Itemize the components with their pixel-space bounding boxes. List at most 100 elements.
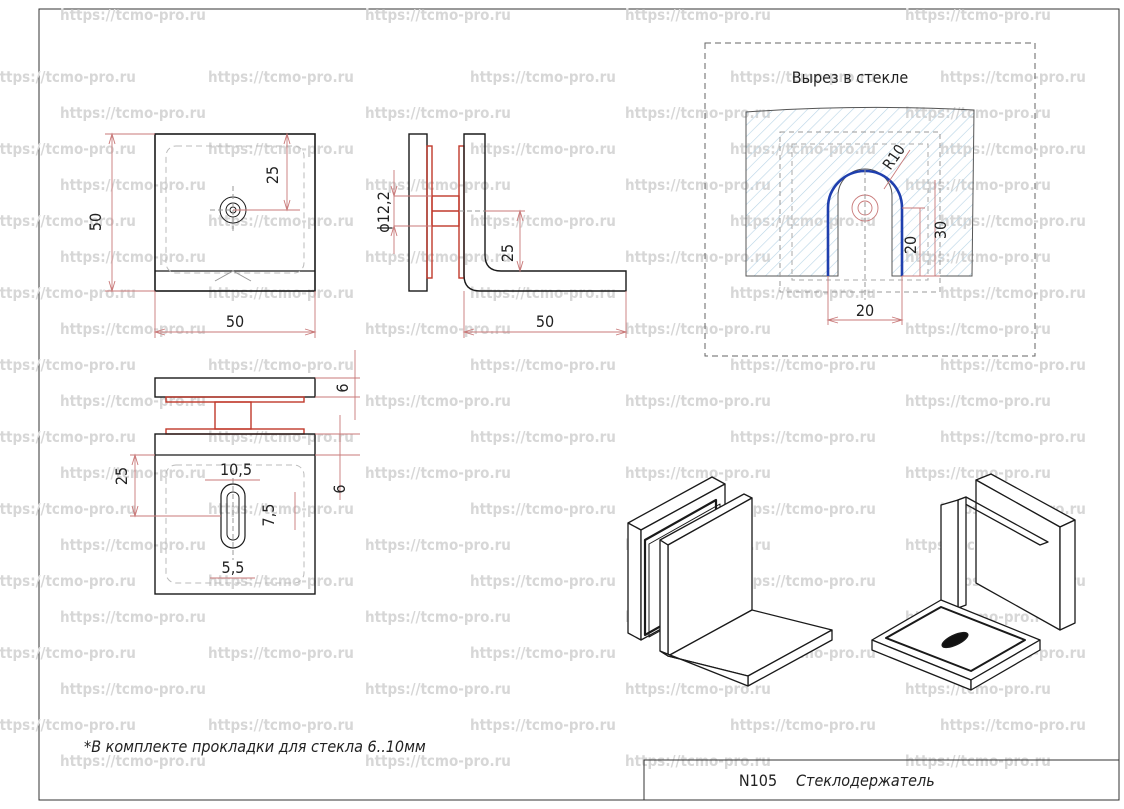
watermark-text: https://tcmo-pro.ru (0, 212, 136, 230)
iso-slot (941, 631, 969, 649)
front-plate (154, 133, 316, 292)
side-diameter-label: ϕ12,2 (374, 191, 393, 233)
watermark-text: https://tcmo-pro.ru (0, 428, 136, 446)
watermark-text: https://tcmo-pro.ru (60, 104, 206, 122)
watermark-text: https://tcmo-pro.ru (365, 680, 511, 698)
watermark-text: https://tcmo-pro.ru (470, 140, 616, 158)
watermark-text: https://tcmo-pro.ru (0, 572, 136, 590)
watermark-text: https://tcmo-pro.ru (365, 392, 511, 410)
watermark-text: https://tcmo-pro.ru (730, 284, 876, 302)
watermark-text: https://tcmo-pro.ru (0, 140, 136, 158)
watermark-text: https://tcmo-pro.ru (470, 428, 616, 446)
cutout-title: Вырез в стекле (792, 68, 909, 87)
side-outer-plate (408, 133, 428, 292)
top-slot-narrow-label: 5,5 (222, 558, 245, 577)
watermark-text: https://tcmo-pro.ru (625, 392, 771, 410)
watermark-text: https://tcmo-pro.ru (625, 104, 771, 122)
side-angle-bracket (463, 133, 627, 292)
watermark-text: https://tcmo-pro.ru (0, 68, 136, 86)
title-number: N105 (739, 771, 777, 790)
watermark-text: https://tcmo-pro.ru (0, 716, 136, 734)
top-base-plate (154, 433, 316, 595)
cutout-frame (704, 42, 1036, 357)
watermark-text: https://tcmo-pro.ru (365, 320, 511, 338)
cutout-width-label: 20 (856, 301, 874, 320)
watermark-text: https://tcmo-pro.ru (208, 644, 354, 662)
watermark-text: https://tcmo-pro.ru (470, 500, 616, 518)
watermark-text: https://tcmo-pro.ru (208, 428, 354, 446)
watermark-text: https://tcmo-pro.ru (730, 716, 876, 734)
watermark-text: https://tcmo-pro.ru (60, 248, 206, 266)
watermark-text: https://tcmo-pro.ru (730, 572, 876, 590)
watermark-text: https://tcmo-pro.ru (60, 176, 206, 194)
watermark-text: https://tcmo-pro.ru (60, 320, 206, 338)
watermark-text: https://tcmo-pro.ru (730, 68, 876, 86)
watermark-text: https://tcmo-pro.ru (365, 248, 511, 266)
watermark-text: https://tcmo-pro.ru (470, 212, 616, 230)
title-block: N105 Стеклодержатель (643, 759, 1120, 801)
watermark-text: https://tcmo-pro.ru (208, 500, 354, 518)
watermark-text: https://tcmo-pro.ru (940, 716, 1086, 734)
watermark-text: https://tcmo-pro.ru (208, 68, 354, 86)
watermark-text: https://tcmo-pro.ru (730, 356, 876, 374)
watermark-text: https://tcmo-pro.ru (940, 68, 1086, 86)
side-length-label: 50 (536, 312, 554, 331)
watermark-text: https://tcmo-pro.ru (905, 392, 1051, 410)
watermark-text: https://tcmo-pro.ru (60, 392, 206, 410)
watermark-text: https://tcmo-pro.ru (625, 248, 771, 266)
top-dimension-labels: 6 6 25 10,5 7,5 5,5 (112, 383, 352, 577)
watermark-text: https://tcmo-pro.ru (365, 464, 511, 482)
front-dimensions (105, 132, 317, 338)
watermark-text: https://tcmo-pro.ru (208, 572, 354, 590)
watermark-text: https://tcmo-pro.ru (940, 140, 1086, 158)
watermark-text: https://tcmo-pro.ru (940, 428, 1086, 446)
watermark-text: https://tcmo-pro.ru (905, 680, 1051, 698)
top-slot-height-label: 25 (112, 467, 131, 485)
watermark-text: https://tcmo-pro.ru (0, 284, 136, 302)
watermark-text: https://tcmo-pro.ru (625, 176, 771, 194)
watermark-text: https://tcmo-pro.ru (60, 680, 206, 698)
watermark-text: https://tcmo-pro.ru (625, 680, 771, 698)
watermark-text: https://tcmo-pro.ru (905, 6, 1051, 24)
title-name: Стеклодержатель (796, 771, 935, 790)
watermark-text: https://tcmo-pro.ru (365, 608, 511, 626)
cutout-depth-total-label: 30 (931, 221, 950, 239)
watermark-text: https://tcmo-pro.ru (905, 752, 1051, 770)
watermark-text: https://tcmo-pro.ru (208, 356, 354, 374)
watermark-text: https://tcmo-pro.ru (905, 464, 1051, 482)
watermark-text: https://tcmo-pro.ru (365, 752, 511, 770)
watermark-text: https://tcmo-pro.ru (905, 320, 1051, 338)
front-plate-inner (165, 145, 305, 274)
watermark-text: https://tcmo-pro.ru (470, 68, 616, 86)
front-width-label: 50 (226, 312, 244, 331)
glass-cutout-detail: Вырез в стекле R10 20 30 20 (704, 42, 1036, 357)
side-leg-label: 25 (498, 244, 517, 262)
kit-note: *В комплекте прокладки для стекла 6..10м… (84, 737, 426, 756)
watermark-text: https://tcmo-pro.ru (470, 284, 616, 302)
watermark-text: https://tcmo-pro.ru (208, 716, 354, 734)
watermark-text: https://tcmo-pro.ru (60, 752, 206, 770)
watermark-text: https://tcmo-pro.ru (365, 176, 511, 194)
watermark-text: https://tcmo-pro.ru (365, 6, 511, 24)
watermark-text: https://tcmo-pro.ru (940, 356, 1086, 374)
front-height-label: 50 (86, 213, 105, 231)
glass-area (745, 106, 975, 277)
watermark-text: https://tcmo-pro.ru (470, 716, 616, 734)
watermark-text: https://tcmo-pro.ru (208, 212, 354, 230)
watermark-text: https://tcmo-pro.ru (625, 320, 771, 338)
front-hole-height-label: 25 (263, 166, 282, 184)
top-slot-length-label: 7,5 (259, 504, 278, 527)
watermark-text: https://tcmo-pro.ru (60, 6, 206, 24)
watermark-text: https://tcmo-pro.ru (60, 464, 206, 482)
side-dimensions (390, 170, 628, 338)
watermark-text: https://tcmo-pro.ru (365, 104, 511, 122)
watermark-text: https://tcmo-pro.ru (625, 752, 771, 770)
watermark-text: https://tcmo-pro.ru (60, 608, 206, 626)
watermark-text: https://tcmo-pro.ru (0, 356, 136, 374)
top-gap-label: 6 (330, 484, 349, 493)
top-pad-label: 6 (333, 383, 352, 392)
watermark-text: https://tcmo-pro.ru (470, 644, 616, 662)
watermark-text: https://tcmo-pro.ru (470, 356, 616, 374)
